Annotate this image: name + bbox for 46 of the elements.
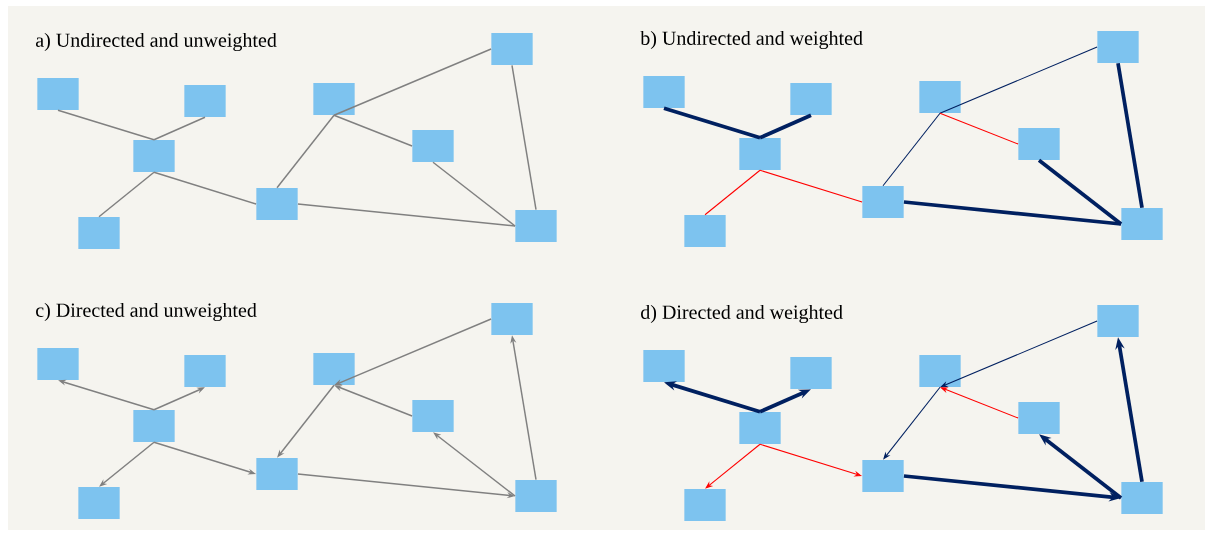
graph-box — [37, 348, 79, 380]
graph-box — [313, 353, 355, 385]
arrow — [940, 387, 1019, 419]
graph-box — [37, 78, 79, 110]
graph-box — [1097, 31, 1139, 63]
graph-box — [643, 76, 685, 108]
graph-box — [684, 215, 726, 247]
panel-title: a) Undirected and unweighted — [36, 32, 277, 52]
graph-box — [313, 83, 355, 115]
graph-box — [684, 489, 726, 521]
graph-box — [739, 138, 781, 170]
graph-box — [1018, 402, 1060, 434]
graph-box — [491, 303, 533, 335]
graph-box — [491, 33, 533, 65]
graph-box — [78, 487, 120, 519]
graph-box — [919, 81, 961, 113]
graph-box — [1097, 305, 1139, 337]
graph-box — [133, 140, 175, 172]
arrow — [99, 441, 155, 487]
graph-box — [515, 210, 557, 242]
graph-box — [739, 412, 781, 444]
graph-box — [412, 130, 454, 162]
graph-box — [1018, 128, 1060, 160]
graph-box — [1121, 482, 1163, 514]
arrow — [883, 386, 941, 460]
graph-box — [790, 83, 832, 115]
panel-title: c) Directed and unweighted — [36, 302, 257, 322]
graph-box — [78, 217, 120, 249]
graph-box — [919, 355, 961, 387]
graph-box — [412, 400, 454, 432]
graph-box — [184, 355, 226, 387]
arrow — [433, 432, 516, 497]
graph-box — [256, 458, 298, 490]
graph-box — [862, 186, 904, 218]
graph-box — [133, 410, 175, 442]
arrow — [705, 443, 761, 489]
graph-box — [184, 85, 226, 117]
panel-title: b) Undirected and weighted — [640, 30, 863, 50]
graph-box — [643, 350, 685, 382]
graph-box — [862, 460, 904, 492]
panel-title: d) Directed and weighted — [641, 304, 843, 324]
arrow — [940, 320, 1098, 388]
graph-box — [790, 357, 832, 389]
graph-box — [256, 188, 298, 220]
graph-box — [1121, 208, 1163, 240]
graph-box — [515, 480, 557, 512]
